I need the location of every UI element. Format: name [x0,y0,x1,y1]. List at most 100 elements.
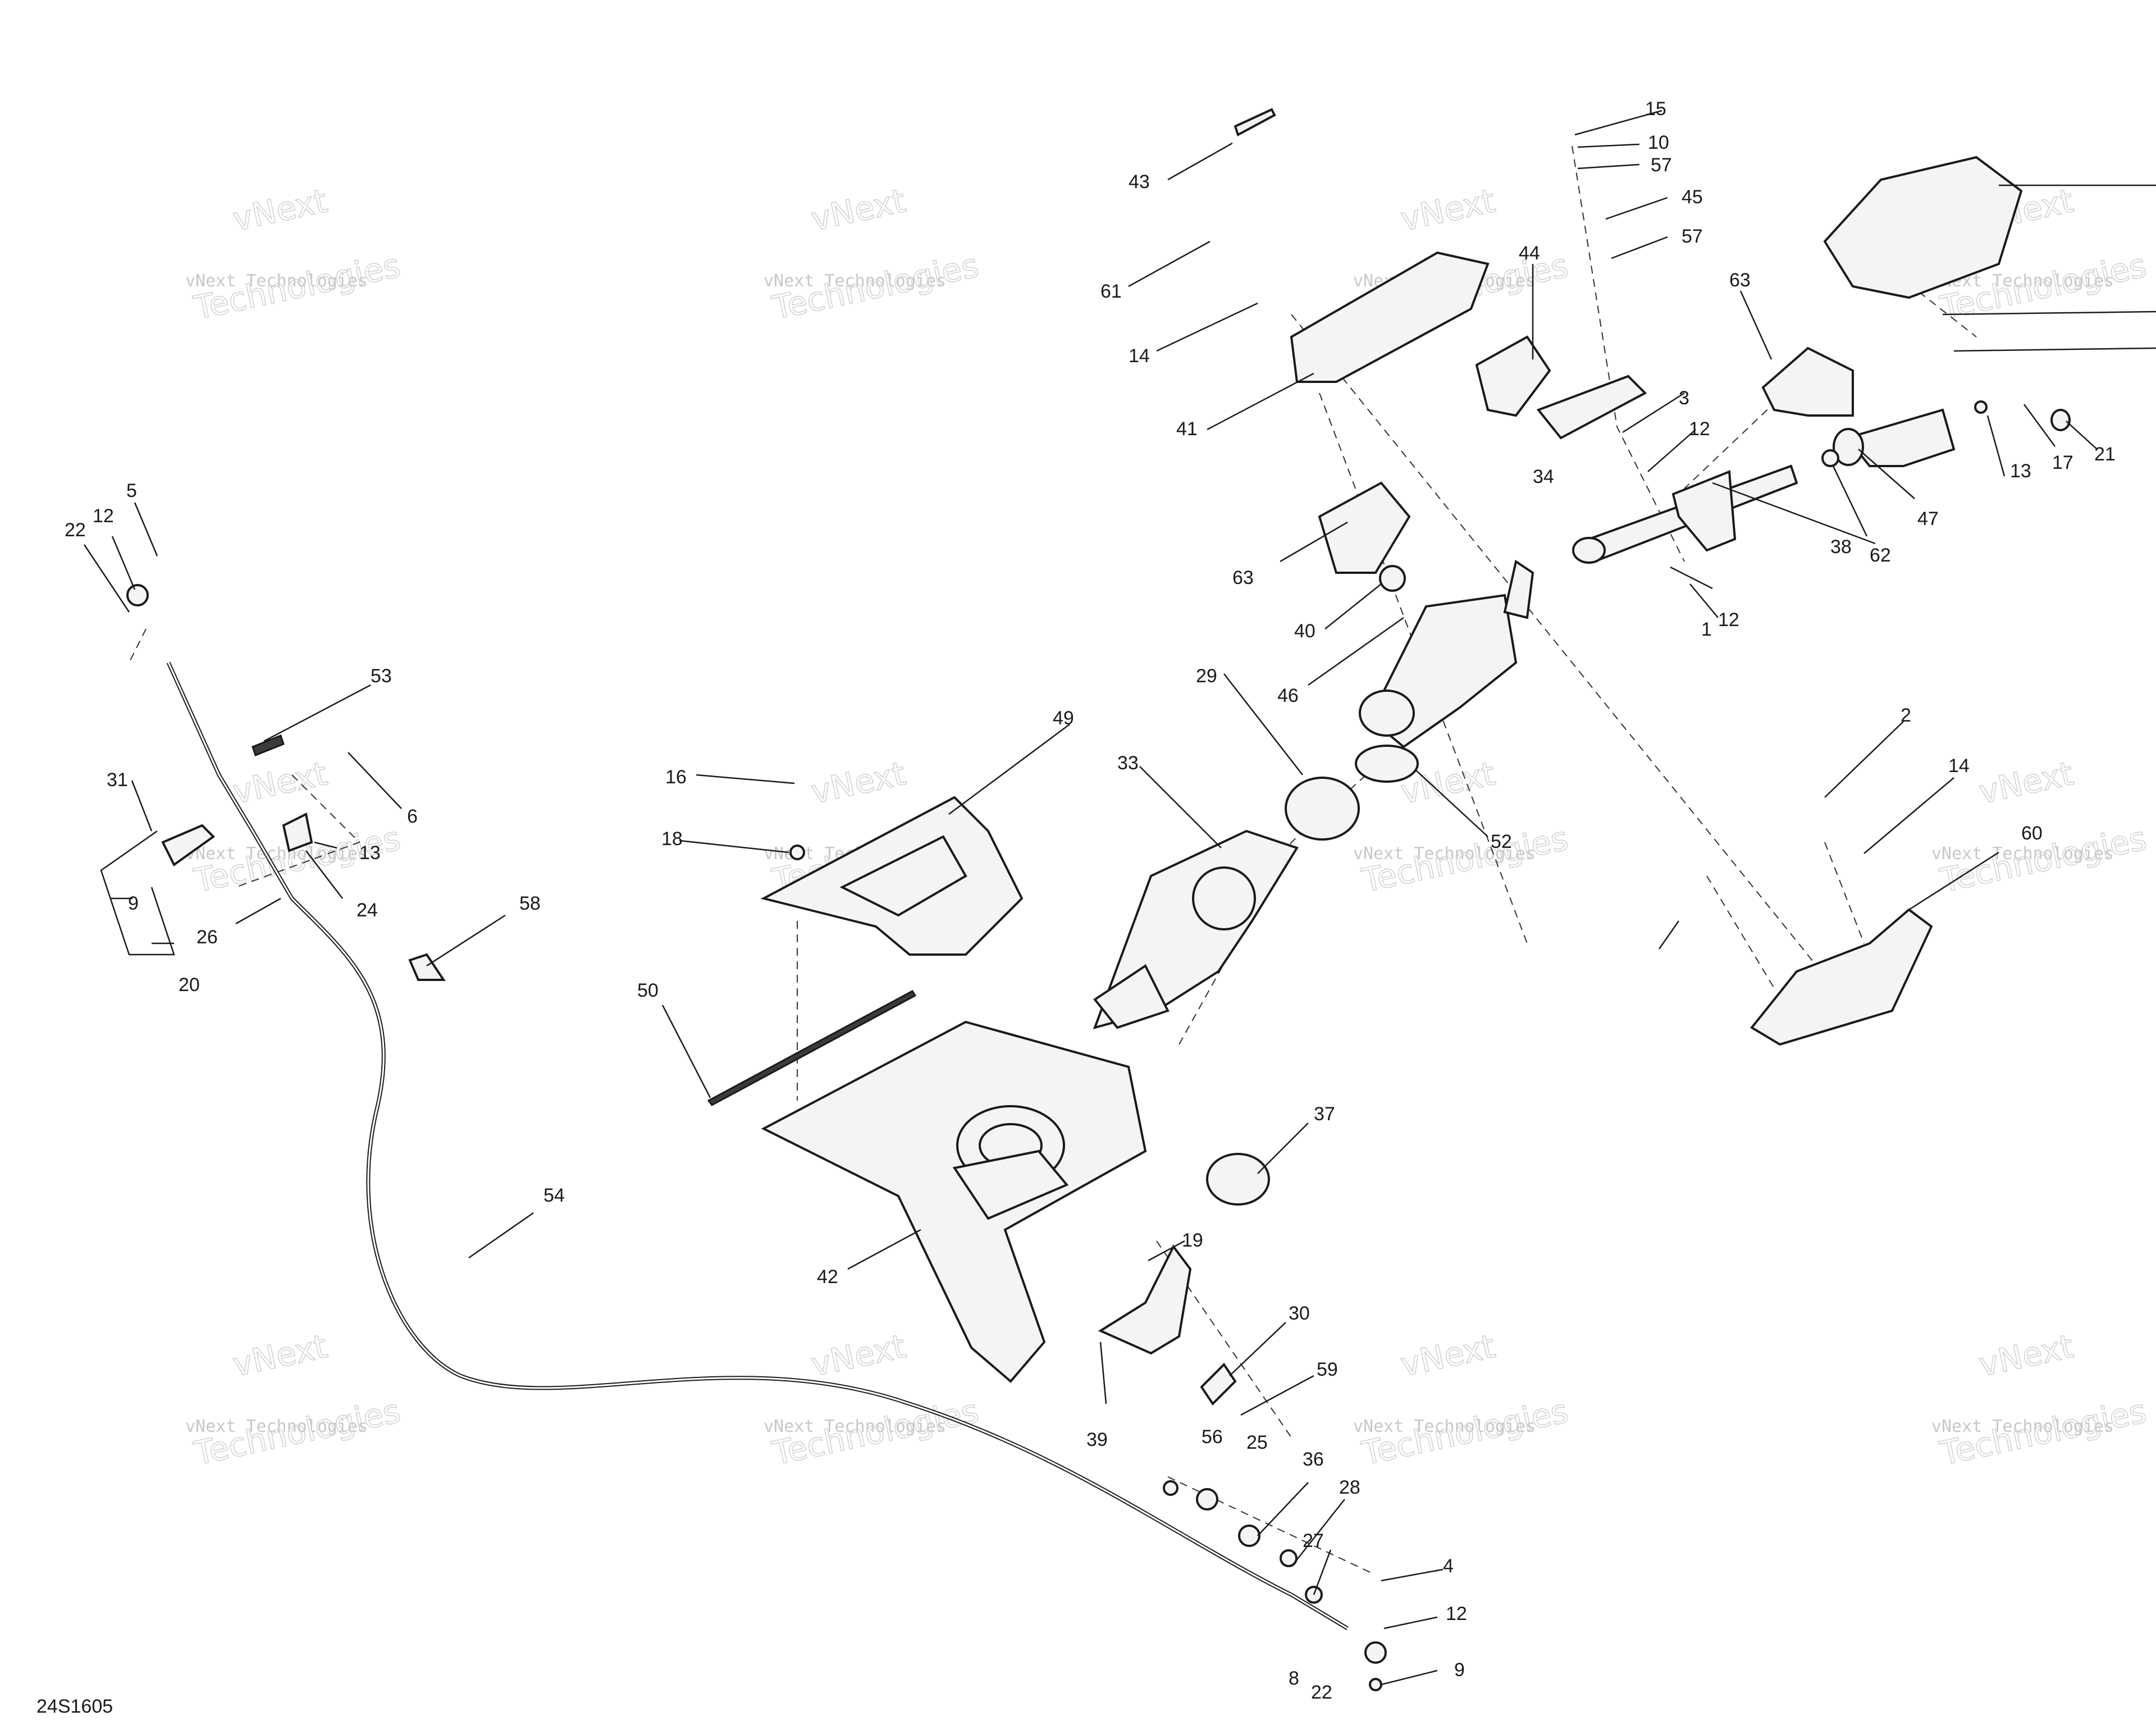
callout-27: 27 [1303,1530,1324,1551]
callout-12: 12 [1446,1603,1467,1624]
grip [1845,408,1956,467]
callout-61: 61 [1100,281,1122,302]
callout-10: 10 [1648,132,1669,153]
pin [1234,108,1276,136]
callout-56: 56 [1202,1426,1223,1448]
svg-text:Technologies: Technologies [1358,819,1572,900]
callout-49: 49 [1053,708,1074,729]
callout-41: 41 [1176,418,1198,440]
lower-bracket [1750,908,1933,1046]
leader-lines [83,109,2156,1686]
callout-12: 12 [1718,609,1739,631]
svg-text:vNext: vNext [1397,181,1499,239]
callout-18: 18 [661,828,683,850]
console-tub [761,1020,1147,1383]
svg-text:vNext Technologies: vNext Technologies [1353,844,1536,864]
callout-labels: 1510574557436114444131234636340462933524… [65,98,2116,1703]
callout-44: 44 [1519,243,1540,264]
watermark: vNext vNext Technologies Technologies [185,181,404,327]
sleeve [1280,1549,1298,1567]
svg-text:Technologies: Technologies [1358,1392,1572,1473]
svg-text:Technologies: Technologies [190,1392,404,1473]
parts [126,108,2071,1691]
washer-18 [789,845,805,860]
callout-34: 34 [1533,466,1554,487]
cover-63-right [1761,346,1854,417]
rod [707,990,917,1106]
svg-text:Technologies: Technologies [769,1392,982,1473]
callout-53: 53 [371,665,392,687]
joint-22 [126,584,149,606]
watermark: vNext vNext Technologies Technologies [185,1326,404,1473]
svg-text:vNext: vNext [808,1327,909,1384]
callout-14: 14 [1948,755,1970,777]
callout-42: 42 [817,1266,838,1288]
callout-14: 14 [1129,345,1150,367]
callout-37: 37 [1314,1103,1335,1125]
callout-54: 54 [543,1185,565,1206]
clip [1536,375,1647,440]
end-cap [2050,409,2071,431]
callout-8: 8 [1289,1668,1299,1689]
lever [1098,1244,1192,1355]
svg-text:vNext: vNext [230,181,331,239]
ring [1285,777,1360,841]
callout-30: 30 [1289,1303,1310,1324]
callout-3: 3 [1679,387,1689,409]
callout-6: 6 [407,806,418,827]
callout-28: 28 [1339,1477,1360,1498]
cable-end [1364,1641,1387,1664]
callout-25: 25 [1246,1432,1268,1453]
svg-text:Technologies: Technologies [190,247,404,327]
callout-62: 62 [1870,545,1891,566]
callout-13: 13 [359,842,381,864]
svg-text:vNext Technologies: vNext Technologies [185,1417,368,1436]
cover-plate [760,796,1024,956]
callout-26: 26 [197,927,218,948]
svg-text:vNext: vNext [1397,1327,1499,1384]
watermark: vNext vNext Technologies Technologies [1931,1326,2150,1473]
upper-column [1355,559,1534,783]
callout-15: 15 [1645,98,1666,120]
actuator [1200,1362,1237,1406]
callout-46: 46 [1277,685,1299,706]
bushing-dark [1238,1525,1260,1547]
callout-58: 58 [519,893,541,914]
callout-5: 5 [126,480,137,501]
washer-38 [1821,449,1839,467]
washer-13 [1974,400,1988,414]
callout-57: 57 [1682,226,1703,247]
callout-47: 47 [1917,508,1939,530]
callout-59: 59 [1317,1359,1338,1380]
callout-45: 45 [1682,186,1703,208]
svg-text:vNext: vNext [808,754,909,811]
svg-text:vNext Technologies: vNext Technologies [764,271,946,291]
callout-22: 22 [65,519,86,541]
callout-13: 13 [2010,460,2031,482]
callout-24: 24 [357,900,378,921]
callout-36: 36 [1303,1449,1324,1470]
svg-text:vNext: vNext [1976,754,2077,811]
callout-4: 4 [1443,1555,1454,1577]
cover-63-left [1318,481,1411,574]
handlebar [1572,464,1798,564]
callout-9: 9 [1454,1659,1465,1681]
callout-9: 9 [128,893,139,914]
watermark: vNext vNext Technologies Technologies [1353,1326,1572,1473]
callout-17: 17 [2052,452,2073,473]
shift-cable [166,661,1349,1631]
svg-text:vNext: vNext [230,754,331,811]
callout-19: 19 [1182,1230,1203,1251]
callout-33: 33 [1117,752,1139,774]
nut [1163,1480,1179,1496]
svg-text:vNext Technologies: vNext Technologies [764,1417,946,1436]
washer-40 [1379,565,1406,592]
pad [1823,156,2023,299]
steering-column [1093,829,1299,1029]
cable-bracket [282,813,313,852]
callout-63: 63 [1232,567,1254,588]
callout-52: 52 [1491,831,1512,852]
clamp [1206,1153,1270,1206]
svg-text:Technologies: Technologies [1936,1392,2150,1473]
